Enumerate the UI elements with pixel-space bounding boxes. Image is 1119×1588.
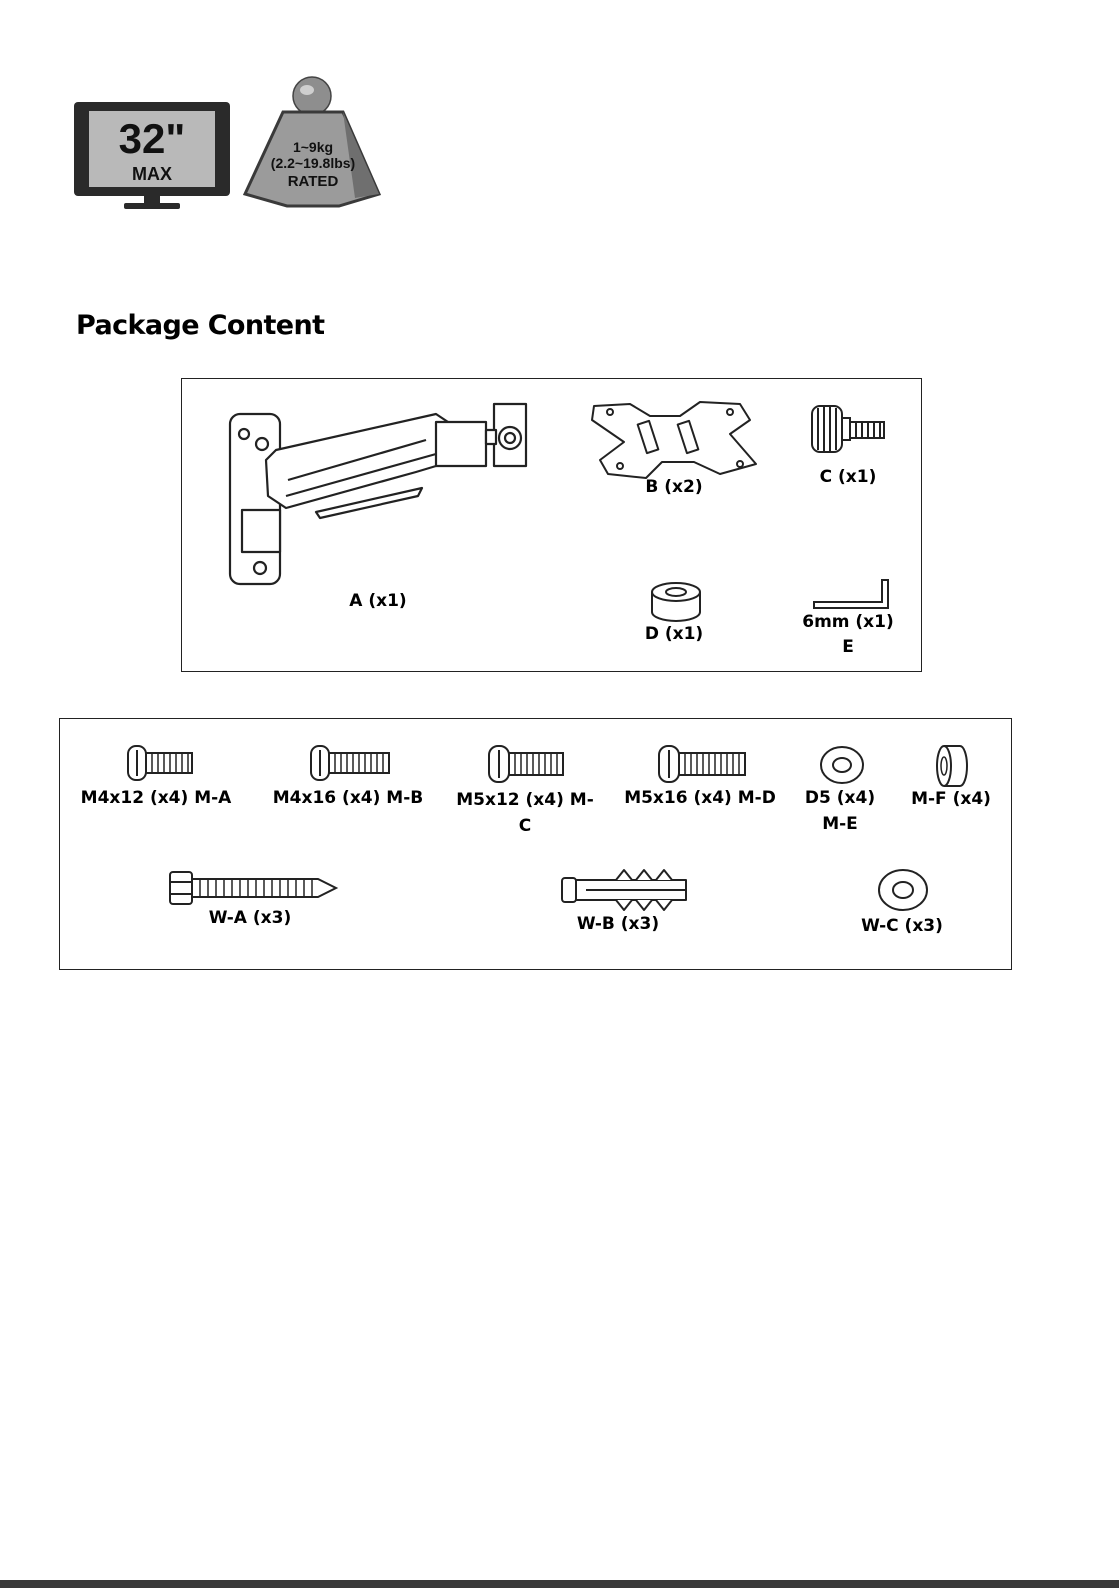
weight-line2: (2.2~19.8lbs) — [271, 155, 355, 171]
monitor-size-text: 32" — [119, 115, 186, 162]
wall-arm-illustration — [226, 400, 536, 590]
wall-anchor-w-b-illustration — [560, 866, 692, 912]
lag-bolt-w-a-illustration — [168, 868, 340, 908]
hardware-m-f-label: M-F (x4) — [896, 787, 1006, 812]
vesa-plate-illustration — [590, 400, 762, 480]
monitor-size-badge: 32" MAX — [72, 100, 234, 212]
screw-m-c-illustration — [487, 744, 567, 786]
monitor-max-text: MAX — [132, 164, 172, 184]
hardware-m-a-label: M4x12 (x4) M-A — [76, 786, 236, 811]
hardware-w-b-label: W-B (x3) — [558, 912, 678, 937]
bottom-edge-bar — [0, 1580, 1119, 1588]
thumb-screw-illustration — [808, 402, 888, 458]
hardware-w-a-label: W-A (x3) — [190, 906, 310, 931]
part-e-label-line2: E — [778, 635, 918, 660]
hardware-m-e-label-line2: M-E — [790, 812, 890, 837]
spacer-ring-illustration — [648, 580, 704, 624]
part-c-label: C (x1) — [788, 465, 908, 490]
part-b-label: B (x2) — [614, 475, 734, 500]
hardware-m-c-label-line2: C — [450, 814, 600, 839]
spacer-m-f-illustration — [934, 744, 968, 788]
hardware-w-c-label: W-C (x3) — [842, 914, 962, 939]
hardware-m-e-label: D5 (x4) — [790, 786, 890, 811]
section-title: Package Content — [76, 310, 324, 341]
screw-m-b-illustration — [309, 744, 393, 784]
weight-line1: 1~9kg — [293, 139, 333, 155]
hardware-m-b-label: M4x16 (x4) M-B — [268, 786, 428, 811]
screw-m-a-illustration — [126, 744, 196, 784]
hex-key-illustration — [812, 578, 892, 612]
hardware-m-c-label: M5x12 (x4) M- — [450, 788, 600, 813]
weight-line3: RATED — [288, 173, 339, 190]
weight-rating-badge: 1~9kg (2.2~19.8lbs) RATED — [243, 72, 383, 212]
part-d-label: D (x1) — [614, 622, 734, 647]
screw-m-d-illustration — [657, 744, 749, 786]
washer-m-e-illustration — [818, 744, 866, 786]
hardware-m-d-label: M5x16 (x4) M-D — [620, 786, 780, 811]
part-a-label: A (x1) — [318, 589, 438, 614]
part-e-label: 6mm (x1) — [778, 610, 918, 635]
washer-w-c-illustration — [876, 866, 930, 914]
